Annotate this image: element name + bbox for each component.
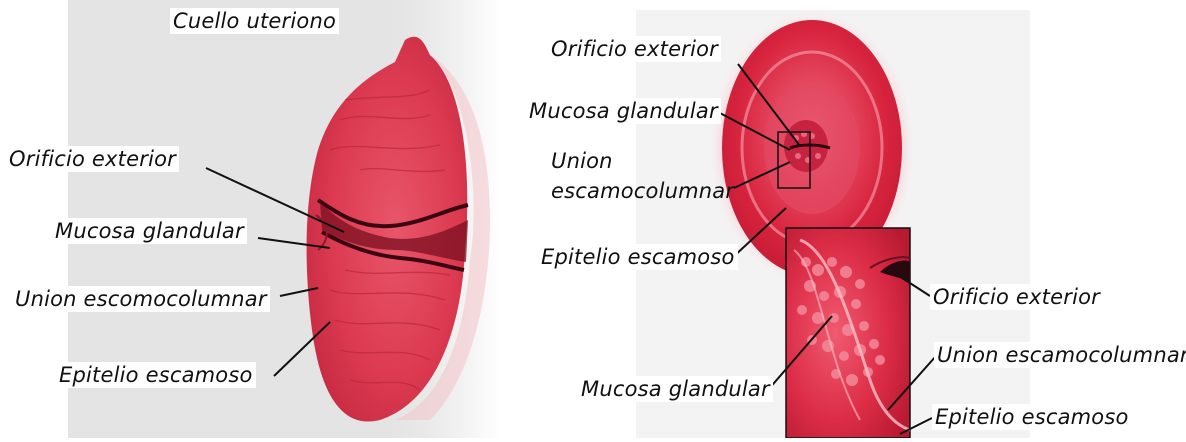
right-label-external-os: Orificio exterior bbox=[548, 36, 721, 62]
left-label-squamous-epithelium: Epitelio escamoso bbox=[56, 362, 256, 388]
left-label-glandular-mucosa: Mucosa glandular bbox=[52, 218, 247, 244]
right-label-glandular-mucosa: Mucosa glandular bbox=[526, 98, 721, 124]
right-label-squamous-epithelium: Epitelio escamoso bbox=[538, 244, 738, 270]
left-label-squamocolumnar-junction: Union escomocolumnar bbox=[12, 286, 270, 312]
title-cervix: Cuello uteriono bbox=[170, 8, 339, 34]
inset-label-squamocolumnar-junction: Union escamocolumnar bbox=[934, 342, 1186, 368]
inset-label-glandular-mucosa: Mucosa glandular bbox=[578, 376, 773, 402]
inset-label-external-os: Orificio exterior bbox=[930, 284, 1103, 310]
right-label-squamocolumnar-junction: Union escamocolumnar bbox=[548, 146, 737, 206]
left-label-external-os: Orificio exterior bbox=[6, 146, 179, 172]
inset-label-squamous-epithelium: Epitelio escamoso bbox=[932, 404, 1132, 430]
